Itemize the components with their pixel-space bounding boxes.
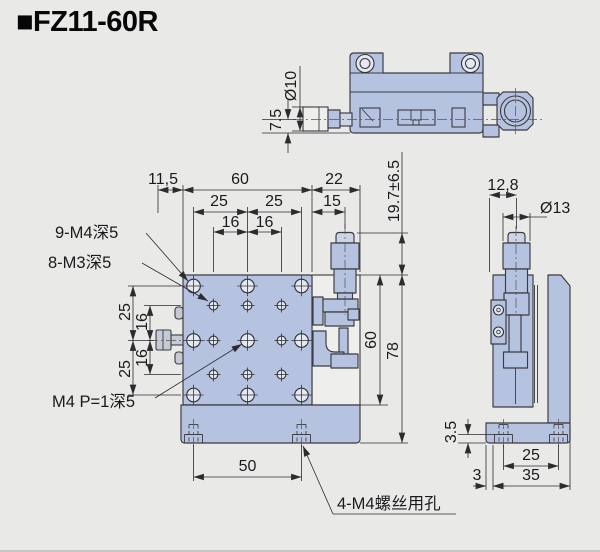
dim-p16-top: 16 bbox=[134, 313, 151, 331]
side-adjust-knob bbox=[155, 329, 172, 351]
dim-base-pitch: 50 bbox=[239, 458, 257, 475]
dim-cbore-depth: 3.5 bbox=[443, 421, 460, 443]
dim-stage-height: 60 bbox=[363, 331, 380, 349]
front-view bbox=[148, 224, 361, 448]
dim-base-width: 35 bbox=[522, 467, 540, 484]
micrometer-side bbox=[490, 226, 531, 404]
dim-hole-pitch-left: 25 bbox=[210, 193, 228, 210]
dim-travel: 19.7±6.5 bbox=[386, 160, 403, 222]
dim-p25-bot: 25 bbox=[117, 360, 134, 378]
base-plate-front bbox=[180, 404, 361, 444]
side-view-dimensions: 12,8 Ø13 3.5 25 3 35 bbox=[443, 177, 571, 490]
mount-hole-left bbox=[355, 53, 375, 74]
dim-left-offset: 11,5 bbox=[148, 171, 178, 188]
label-base-screws: 4-M4螺丝用孔 bbox=[337, 494, 441, 513]
dim-p25-top: 25 bbox=[117, 303, 134, 321]
side-view bbox=[485, 226, 571, 448]
dim-p16-bot: 16 bbox=[134, 349, 151, 367]
dim-mic-center: 15 bbox=[323, 193, 341, 210]
lock-knob-top-view bbox=[496, 91, 534, 131]
top-view bbox=[293, 52, 545, 138]
hole-labels: 9-M4深5 8-M3深5 M4 P=1深5 4-M4螺丝用孔 bbox=[48, 223, 456, 515]
label-m3-holes: 8-M3深5 bbox=[48, 253, 111, 272]
dim-side-hole-pitch: 25 bbox=[522, 447, 540, 464]
front-view-dimensions: 11,5 60 22 25 25 15 16 16 19.7±6.5 60 bbox=[117, 152, 408, 481]
dim-m3-pitch-left: 16 bbox=[222, 214, 240, 231]
label-center-thread: M4 P=1深5 bbox=[52, 392, 135, 411]
top-view-dimensions: Ø10 7.5 bbox=[262, 66, 350, 153]
label-m4-holes: 9-M4深5 bbox=[55, 223, 118, 242]
dim-thimble-dia: Ø13 bbox=[540, 200, 570, 217]
micrometer-thimble-top-view bbox=[302, 106, 329, 132]
dim-edge-offset: 3 bbox=[473, 467, 482, 484]
dim-knob-offset: 7.5 bbox=[268, 109, 285, 131]
dim-total-height: 78 bbox=[385, 342, 402, 360]
micrometer-front bbox=[330, 224, 360, 315]
page-title: ■FZ11-60R bbox=[16, 6, 158, 38]
dim-hole-pitch-right: 25 bbox=[265, 193, 283, 210]
side-column-right bbox=[547, 274, 571, 424]
mount-hole-right bbox=[460, 53, 481, 74]
carriage-assembly-front bbox=[312, 296, 360, 369]
dim-right-ext: 22 bbox=[325, 171, 343, 188]
dim-mic-offset: 12,8 bbox=[487, 177, 518, 194]
dim-stage-width: 60 bbox=[231, 171, 249, 188]
dim-m3-pitch-right: 16 bbox=[256, 214, 274, 231]
dim-knob-diameter: Ø10 bbox=[283, 71, 300, 101]
